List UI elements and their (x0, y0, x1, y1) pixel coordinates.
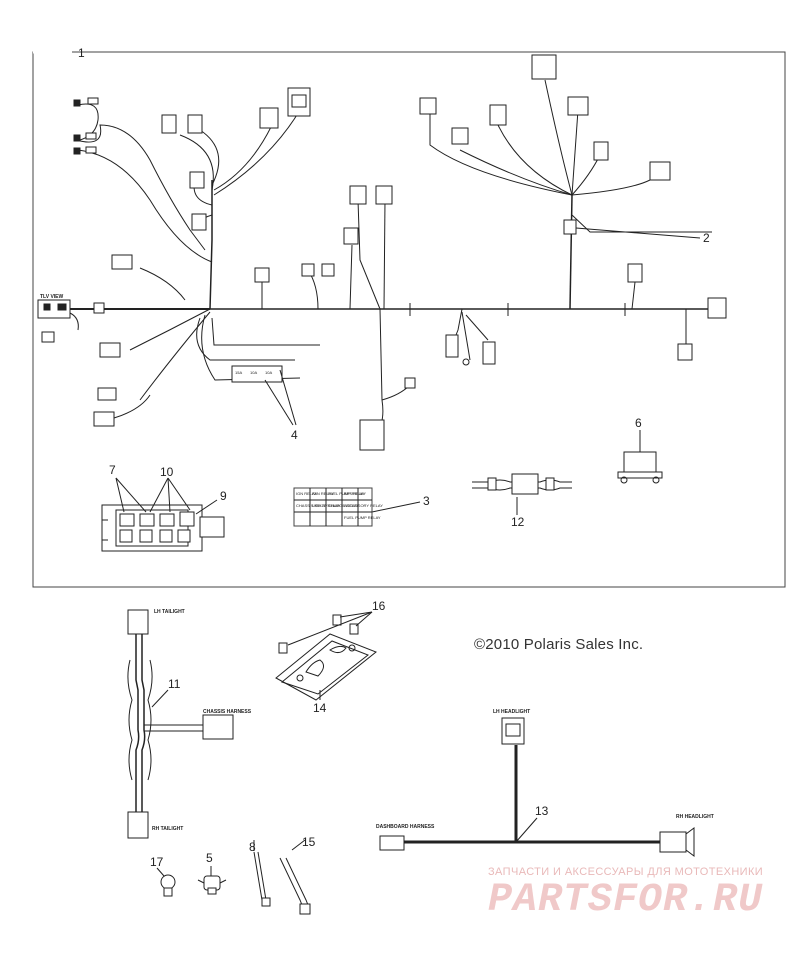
watermark-subtitle: ЗАПЧАСТИ И АКСЕССУАРЫ ДЛЯ МОТОТЕХНИКИ (488, 866, 764, 878)
callout-12: 12 (511, 515, 525, 529)
grommet-5 (197, 875, 227, 895)
fuse-label-2: 10A (250, 370, 257, 375)
leader-17 (156, 867, 165, 877)
leader-15 (291, 839, 306, 851)
relay-cell-r1c0: CHASSIS RELAY (296, 503, 328, 508)
callout-6: 6 (635, 416, 642, 430)
callout-2: 2 (703, 231, 710, 245)
callout-5: 5 (206, 851, 213, 865)
wire-tie-15 (279, 857, 311, 915)
callout-13: 13 (535, 804, 549, 818)
leader-11 (151, 689, 169, 708)
leader-7b (115, 477, 147, 513)
main-harness (37, 54, 727, 451)
callout-3: 3 (423, 494, 430, 508)
connector-labels: LH TAILIGHT CHASSIS HARNESS RH TAILIGHT … (40, 294, 714, 832)
leader-2 (575, 227, 701, 239)
relay-cell-r0c2: FUEL PUMP RELAY (328, 491, 365, 496)
leader-16c (355, 611, 373, 627)
fuse-relay-box (101, 504, 225, 552)
mounting-bracket (275, 633, 377, 701)
leader-13 (515, 817, 538, 843)
leader-10a (149, 477, 169, 513)
leader-4b (279, 369, 297, 426)
assembly-frame (32, 51, 786, 588)
label-tail-view: TLV VIEW (40, 294, 64, 300)
leader-10c (167, 477, 191, 511)
leader-4a (264, 379, 294, 426)
rear-taillight-harness (127, 609, 234, 839)
callout-17: 17 (150, 855, 164, 869)
label-rh-headlight: RH HEADLIGHT (676, 814, 714, 820)
fuse-label-3: 10A (265, 370, 272, 375)
leader-10b (167, 477, 171, 513)
leader-16a (287, 611, 373, 646)
relay-label-decal (293, 487, 373, 527)
leader-7a (115, 477, 125, 513)
callout-4: 4 (291, 428, 298, 442)
callout-11: 11 (168, 677, 181, 691)
relay-cell-r1c1: LIGHTS RELAY (312, 503, 341, 508)
relay-cell-r0c3: EPS RELAY (344, 491, 366, 496)
callout-15: 15 (302, 835, 316, 849)
callout-numbers: 1 2 3 4 5 6 7 8 9 10 11 12 13 14 15 16 1… (78, 46, 710, 869)
callout-1: 1 (78, 46, 85, 60)
label-chassis-harness: CHASSIS HARNESS (203, 709, 252, 715)
clip-17 (160, 874, 176, 897)
callout-14: 14 (313, 701, 327, 715)
relay-cell-r0c0: IGN RELAY (296, 491, 317, 496)
headlight-harness (379, 717, 695, 857)
callout-9: 9 (220, 489, 227, 503)
label-lh-taillight: LH TAILIGHT (154, 609, 185, 615)
label-rh-taillight: RH TAILIGHT (152, 826, 183, 832)
callout-8: 8 (249, 840, 256, 854)
label-lh-headlight: LH HEADLIGHT (493, 709, 530, 715)
relay-item-6 (617, 451, 663, 484)
wire-tie-8 (253, 851, 271, 907)
leader-3 (371, 501, 421, 513)
leader-9 (195, 499, 218, 515)
leader-16b (339, 611, 373, 618)
relay-cell-r2c3: FUEL PUMP RELAY (344, 515, 381, 520)
watermark-logo: PARTSFOR.RU (488, 878, 764, 923)
relay-cell-r1c3: ACCESSORY RELAY (344, 503, 383, 508)
screws (278, 614, 359, 654)
relay-cell-r1c2: CHARGE RELAY (328, 503, 359, 508)
callout-7: 7 (109, 463, 116, 477)
copyright-text: ©2010 Polaris Sales Inc. (474, 636, 644, 653)
relay-cell-r0c1: FAN RELAY (312, 491, 334, 496)
inline-fuse-holder (472, 473, 572, 495)
fuse-label-1: 15A (235, 370, 242, 375)
label-dashboard-harness: DASHBOARD HARNESS (376, 824, 435, 830)
callout-10: 10 (160, 465, 174, 479)
callout-16: 16 (372, 599, 386, 613)
